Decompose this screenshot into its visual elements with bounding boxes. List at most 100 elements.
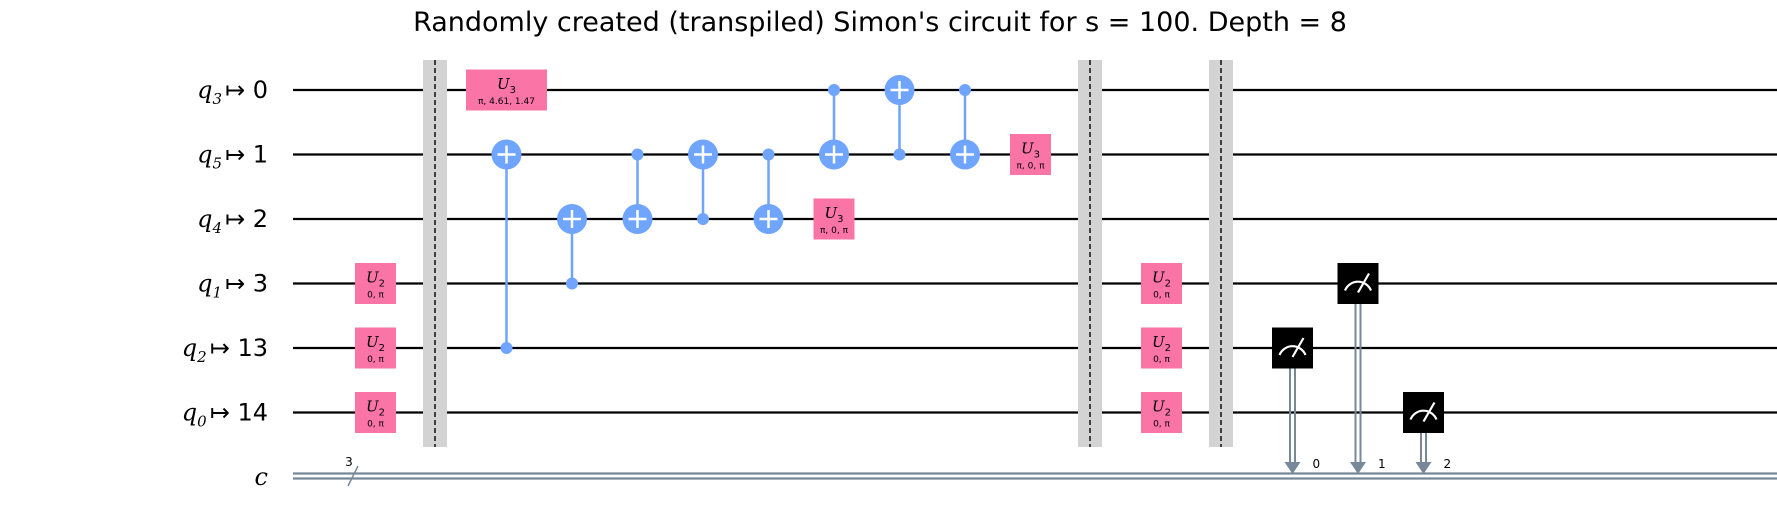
- gate-name: U2: [366, 398, 385, 419]
- gate-params: π, 0, π: [820, 226, 849, 236]
- measure-gate: 0: [1272, 327, 1320, 474]
- cx-gate: [884, 75, 915, 161]
- gate-params: 0, π: [1153, 420, 1170, 430]
- u2-gate: U20, π: [355, 263, 396, 304]
- qubit-label-map: ↦ 3: [225, 270, 268, 298]
- gate-name-letter: U: [366, 269, 380, 287]
- cx-control-dot: [566, 277, 578, 290]
- gate-box: [466, 69, 547, 111]
- u2-gate: U20, π: [1141, 327, 1182, 369]
- cx-control-dot: [631, 148, 644, 161]
- gate-params: 0, π: [367, 355, 384, 365]
- gate-name: U2: [366, 269, 385, 290]
- cx-control-dot: [893, 148, 906, 161]
- gate-name-letter: U: [824, 204, 838, 222]
- gate-name-letter: U: [497, 75, 511, 93]
- gate-params: 0, π: [367, 291, 384, 301]
- gate-name-letter: U: [1152, 333, 1166, 351]
- measure-meter-arc: [1278, 345, 1307, 356]
- qubit-label-name: q: [197, 205, 212, 233]
- gate-name: U2: [1152, 269, 1171, 290]
- cx-gate: [557, 204, 587, 290]
- cx-control-dot: [828, 84, 840, 96]
- gate-name-letter: U: [1021, 140, 1035, 158]
- u2-gate: U20, π: [355, 392, 396, 433]
- measure-meter-needle: [1291, 337, 1305, 358]
- gate-box: [355, 392, 396, 433]
- gate-name-letter: U: [366, 398, 380, 416]
- measure-gate: 1: [1337, 263, 1386, 474]
- measure-box: [1272, 327, 1313, 369]
- measure-clbit-label: 2: [1444, 457, 1452, 471]
- u2-gate: U20, π: [1141, 392, 1182, 433]
- gate-params: 0, π: [367, 420, 384, 430]
- measure-box: [1337, 263, 1379, 304]
- qubit-label: q4↦ 2: [197, 205, 268, 237]
- gate-name: U3: [497, 75, 516, 96]
- cx-control-dot: [500, 342, 513, 354]
- measure-clbit-label: 1: [1378, 457, 1386, 471]
- gate-box: [1141, 327, 1182, 369]
- cx-gate: [819, 84, 849, 170]
- barrier: [1078, 60, 1102, 447]
- measure-arrow: [1350, 462, 1366, 474]
- qubit-label-map: ↦ 1: [225, 141, 268, 169]
- measure-gate: 2: [1403, 392, 1451, 474]
- gate-name: U2: [1152, 398, 1171, 419]
- gate-name-letter: U: [1152, 398, 1166, 416]
- barrier: [423, 60, 447, 447]
- cx-control-dot: [762, 148, 775, 161]
- u3-gate: U3π, 0, π: [813, 198, 855, 240]
- gate-params: π, 0, π: [1016, 162, 1045, 172]
- cx-control-dot: [959, 84, 971, 96]
- cx-control-dot: [697, 213, 709, 225]
- circuit-title: Randomly created (transpiled) Simon's ci…: [413, 7, 1347, 38]
- qubit-label-sub: 5: [212, 155, 222, 173]
- classical-label: c: [255, 463, 268, 491]
- measure-arrow: [1415, 462, 1432, 474]
- gate-box: [813, 198, 855, 240]
- qubit-label-sub: 0: [197, 413, 207, 431]
- cx-gate: [950, 84, 980, 170]
- gate-params: 0, π: [1153, 355, 1170, 365]
- qubit-label-sub: 3: [212, 90, 222, 108]
- qubit-label: q2↦ 13: [182, 334, 268, 366]
- gate-params: 0, π: [1153, 291, 1170, 301]
- cx-gate: [622, 148, 653, 234]
- gate-name: U2: [1152, 333, 1171, 354]
- cx-gate: [688, 139, 718, 225]
- classical-size-label: 3: [345, 455, 353, 469]
- u2-gate: U20, π: [1141, 263, 1182, 304]
- qubit-label-map: ↦ 13: [210, 334, 268, 362]
- qubit-label-sub: 4: [211, 219, 222, 237]
- gate-name: U3: [1021, 140, 1040, 161]
- gate-name-sub: 2: [1165, 408, 1171, 419]
- qubit-label-name: q: [182, 334, 197, 362]
- qubit-label-name: q: [182, 399, 197, 427]
- gate-name-sub: 3: [1034, 150, 1040, 161]
- qubit-label-map: ↦ 14: [210, 399, 268, 427]
- classical-bundle-slash: [347, 465, 359, 487]
- qubit-label-name: q: [197, 76, 212, 104]
- qubit-label-name: q: [197, 270, 212, 298]
- gate-box: [355, 263, 396, 304]
- u2-gate: U20, π: [355, 327, 396, 369]
- measure-meter-needle: [1422, 401, 1436, 423]
- gate-box: [1010, 134, 1051, 175]
- gate-name-sub: 2: [1165, 279, 1171, 290]
- gate-name-letter: U: [1152, 269, 1166, 287]
- qubit-label-map: ↦ 0: [225, 76, 268, 104]
- u3-gate: U3π, 0, π: [1010, 134, 1051, 175]
- u3-gate: U3π, 4.61, 1.47: [466, 69, 547, 111]
- gate-name-letter: U: [366, 333, 380, 351]
- measure-meter-needle: [1357, 272, 1370, 294]
- gate-name: U2: [366, 333, 385, 354]
- gate-name-sub: 3: [510, 85, 516, 96]
- gate-name-sub: 2: [379, 408, 385, 419]
- qubit-label: q3↦ 0: [197, 76, 268, 108]
- wires-layer: [293, 88, 1777, 487]
- measure-meter-arc: [1343, 280, 1373, 291]
